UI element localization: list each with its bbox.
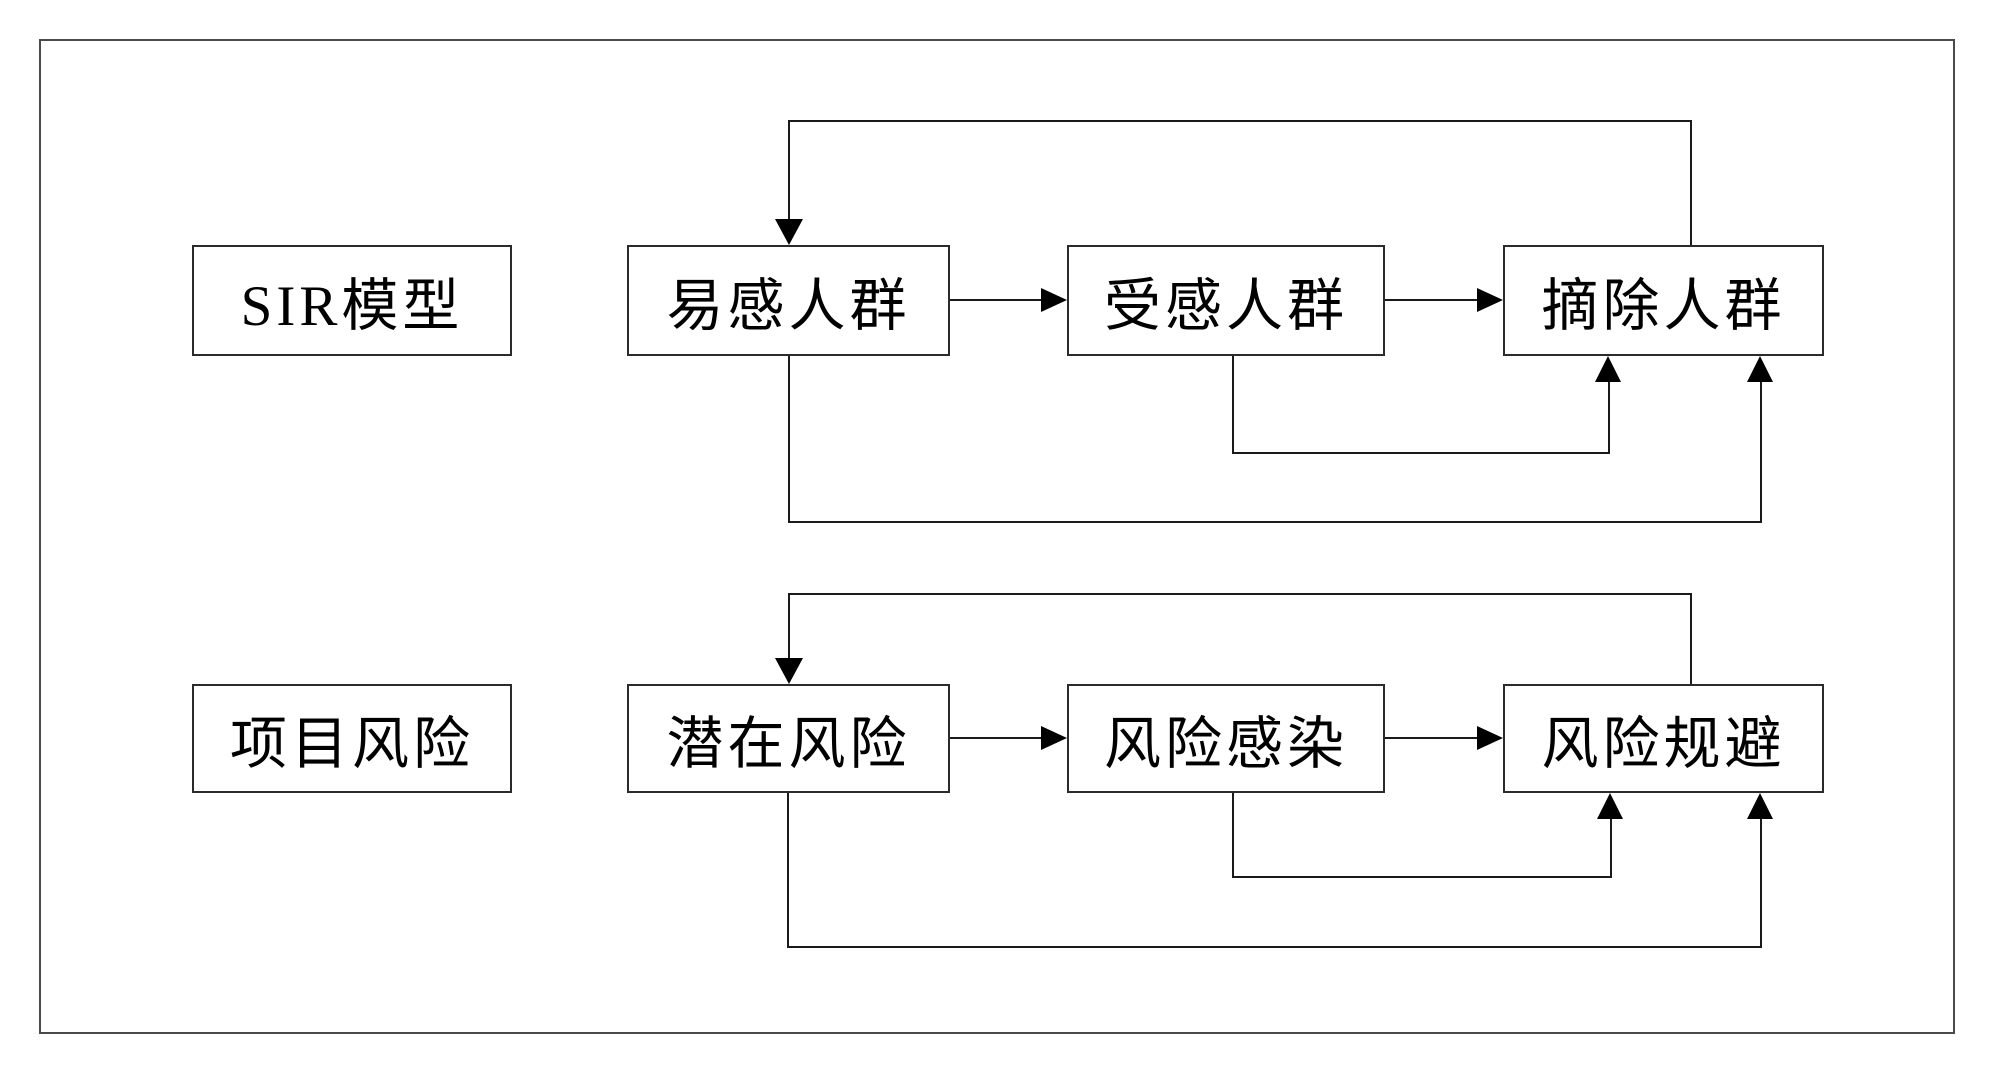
node-susceptible-label: 易感人群: [666, 274, 911, 338]
arrow-s-to-i-line: [950, 299, 1043, 301]
label-box-sir-model: SIR模型: [192, 245, 512, 356]
arrow-potential-to-infection-line: [950, 737, 1043, 739]
node-infected: 受感人群: [1067, 245, 1385, 356]
project-risk-label: 项目风险: [230, 712, 474, 776]
loop-infection-to-avoidance-down-vertical: [1232, 793, 1234, 878]
outer-border: [39, 39, 1955, 1034]
node-risk-infection: 风险感染: [1067, 684, 1385, 793]
sir-model-label: SIR模型: [240, 274, 464, 338]
loop-infection-to-avoidance-up-vertical: [1610, 819, 1612, 878]
arrow-potential-to-infection-head-icon: [1041, 726, 1067, 750]
loop-potential-to-avoidance-arrowhead-icon: [1747, 793, 1773, 819]
node-susceptible: 易感人群: [627, 245, 950, 356]
loop-potential-to-avoidance-down-vertical: [787, 793, 789, 948]
node-removed: 摘除人群: [1503, 245, 1824, 356]
label-box-project-risk: 项目风险: [192, 684, 512, 793]
loop-s-to-r-up-vertical: [1760, 382, 1762, 523]
loop-r-to-s-right-vertical: [1690, 120, 1692, 245]
loop-r-to-s-left-vertical: [788, 120, 790, 220]
loop-s-to-r-arrowhead-icon: [1747, 356, 1773, 382]
loop-r-to-s-top-horizontal: [788, 120, 1692, 122]
loop-infection-to-avoidance-horizontal: [1232, 876, 1612, 878]
loop-i-to-r-up-vertical: [1608, 382, 1610, 454]
node-risk-infection-label: 风险感染: [1104, 712, 1348, 776]
loop-avoidance-to-potential-left-vertical: [788, 593, 790, 659]
loop-avoidance-to-potential-top-horizontal: [788, 593, 1692, 595]
loop-avoidance-to-potential-arrowhead-icon: [775, 658, 803, 684]
loop-i-to-r-down-vertical: [1232, 356, 1234, 454]
loop-s-to-r-down-vertical: [788, 356, 790, 523]
loop-s-to-r-horizontal: [788, 521, 1762, 523]
loop-infection-to-avoidance-arrowhead-icon: [1597, 793, 1623, 819]
loop-r-to-s-arrowhead-icon: [775, 219, 803, 245]
arrow-infection-to-avoidance-head-icon: [1477, 726, 1503, 750]
node-risk-avoidance-label: 风险规避: [1541, 712, 1786, 776]
loop-potential-to-avoidance-up-vertical: [1760, 819, 1762, 948]
node-risk-avoidance: 风险规避: [1503, 684, 1824, 793]
arrow-s-to-i-head-icon: [1041, 288, 1067, 312]
node-potential-risk: 潜在风险: [627, 684, 950, 793]
arrow-i-to-r-line: [1385, 299, 1477, 301]
node-infected-label: 受感人群: [1104, 274, 1348, 338]
loop-i-to-r-arrowhead-icon: [1595, 356, 1621, 382]
loop-i-to-r-horizontal: [1232, 452, 1610, 454]
node-removed-label: 摘除人群: [1541, 274, 1786, 338]
node-potential-risk-label: 潜在风险: [666, 712, 911, 776]
loop-potential-to-avoidance-horizontal: [787, 946, 1762, 948]
loop-avoidance-to-potential-right-vertical: [1690, 593, 1692, 684]
arrow-i-to-r-head-icon: [1477, 288, 1503, 312]
arrow-infection-to-avoidance-line: [1385, 737, 1477, 739]
